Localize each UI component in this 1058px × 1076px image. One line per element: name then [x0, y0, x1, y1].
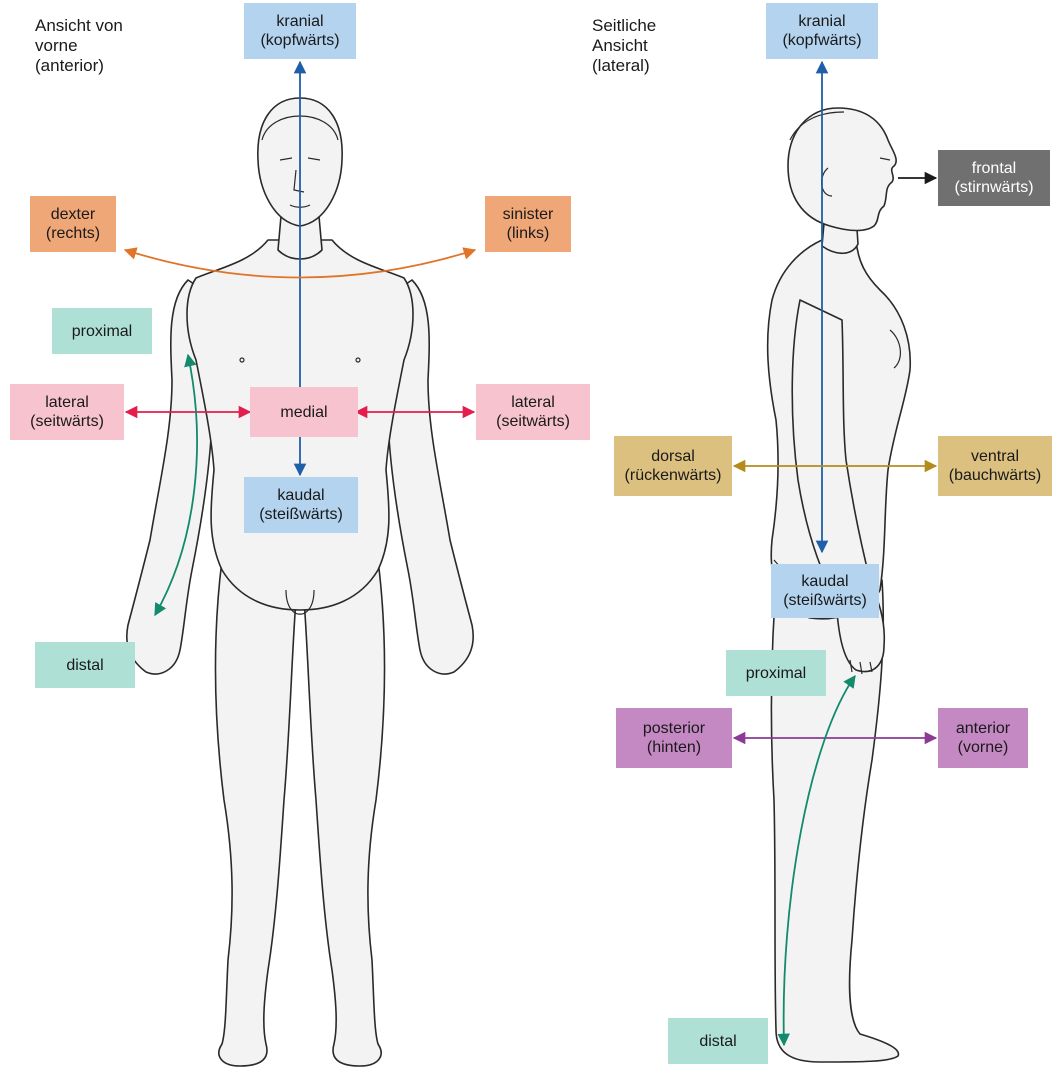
- side-label-frontal: frontal (stirnwärts): [938, 150, 1050, 206]
- side-label-kranial: kranial (kopfwärts): [766, 3, 878, 59]
- side-label-anterior: anterior (vorne): [938, 708, 1028, 768]
- side-label-distal: distal: [668, 1018, 768, 1064]
- front-label-kranial: kranial (kopfwärts): [244, 3, 356, 59]
- side-head: [788, 108, 896, 231]
- front-label-proximal: proximal: [52, 308, 152, 354]
- front-label-medial: medial: [250, 387, 358, 437]
- front-left-leg: [304, 560, 385, 1066]
- side-label-posterior: posterior (hinten): [616, 708, 732, 768]
- front-label-lateral-left: lateral (seitwärts): [10, 384, 124, 440]
- front-label-lateral-right: lateral (seitwärts): [476, 384, 590, 440]
- front-view-title: Ansicht von vorne (anterior): [35, 16, 123, 76]
- front-label-sinister: sinister (links): [485, 196, 571, 252]
- front-label-distal: distal: [35, 642, 135, 688]
- front-label-kaudal: kaudal (steißwärts): [244, 477, 358, 533]
- side-label-ventral: ventral (bauchwärts): [938, 436, 1052, 496]
- side-label-kaudal: kaudal (steißwärts): [771, 564, 879, 618]
- side-view-title: Seitliche Ansicht (lateral): [592, 16, 656, 76]
- side-label-dorsal: dorsal (rückenwärts): [614, 436, 732, 496]
- front-label-dexter: dexter (rechts): [30, 196, 116, 252]
- side-label-proximal: proximal: [726, 650, 826, 696]
- front-right-leg: [215, 560, 296, 1066]
